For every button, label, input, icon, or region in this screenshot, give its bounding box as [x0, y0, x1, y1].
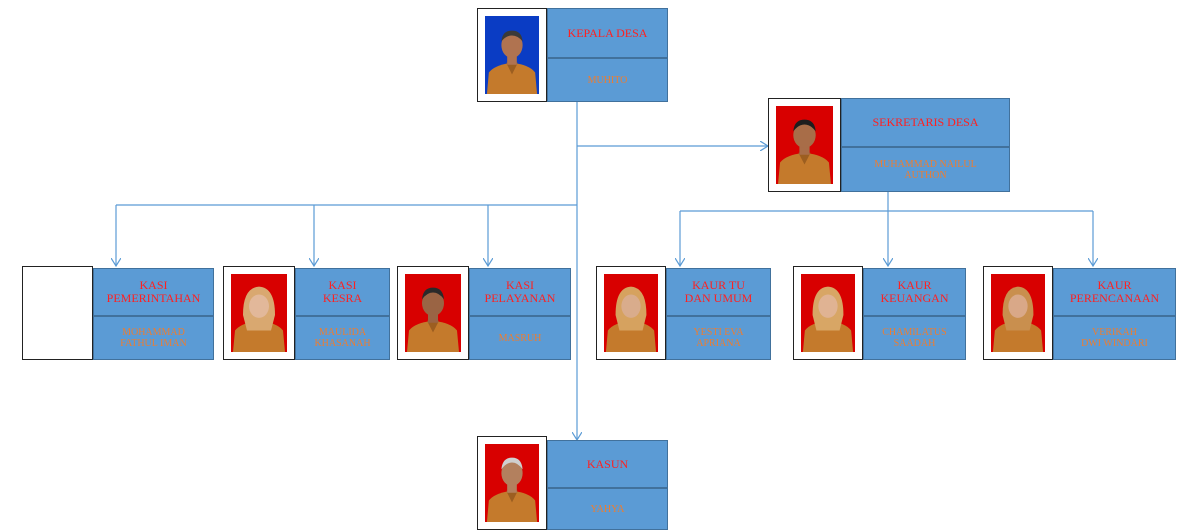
- portrait-photo: [801, 274, 855, 352]
- photo-frame: [477, 8, 547, 102]
- person-name: MOHAMMAD FATHUL IMAN: [93, 316, 214, 360]
- position-title: KASI PELAYANAN: [469, 268, 571, 316]
- portrait-photo: [991, 274, 1045, 352]
- photo-frame: [793, 266, 863, 360]
- position-title: KEPALA DESA: [547, 8, 668, 58]
- position-title: KASI PEMERINTAHAN: [93, 268, 214, 316]
- photo-frame: [477, 436, 547, 530]
- position-title: SEKRETARIS DESA: [841, 98, 1010, 147]
- person-name: VERIKAH DWI WINDARI: [1053, 316, 1176, 360]
- person-name: YAHYA: [547, 488, 668, 530]
- person-name: CHAMILATUS SAADAH: [863, 316, 966, 360]
- position-title: KAUR TU DAN UMUM: [666, 268, 771, 316]
- photo-frame: [768, 98, 841, 192]
- position-title: KAUR PERENCANAAN: [1053, 268, 1176, 316]
- person-name: YESTI EVA APRIANA: [666, 316, 771, 360]
- person-name: MUHAMMAD NAILUL AUTHON: [841, 147, 1010, 192]
- photo-frame: [397, 266, 469, 360]
- position-title: KASI KESRA: [295, 268, 390, 316]
- photo-frame: [596, 266, 666, 360]
- person-name: MASRUH: [469, 316, 571, 360]
- person-name: MAULIDA KHASANAH: [295, 316, 390, 360]
- portrait-photo: [231, 274, 287, 352]
- photo-frame-empty: [22, 266, 93, 360]
- portrait-photo: [485, 444, 539, 522]
- portrait-photo: [604, 274, 658, 352]
- portrait-photo: [776, 106, 833, 184]
- portrait-photo: [485, 16, 539, 94]
- portrait-photo: [405, 274, 461, 352]
- person-name: MUHITO: [547, 58, 668, 102]
- photo-frame: [983, 266, 1053, 360]
- position-title: KAUR KEUANGAN: [863, 268, 966, 316]
- photo-frame: [223, 266, 295, 360]
- position-title: KASUN: [547, 440, 668, 488]
